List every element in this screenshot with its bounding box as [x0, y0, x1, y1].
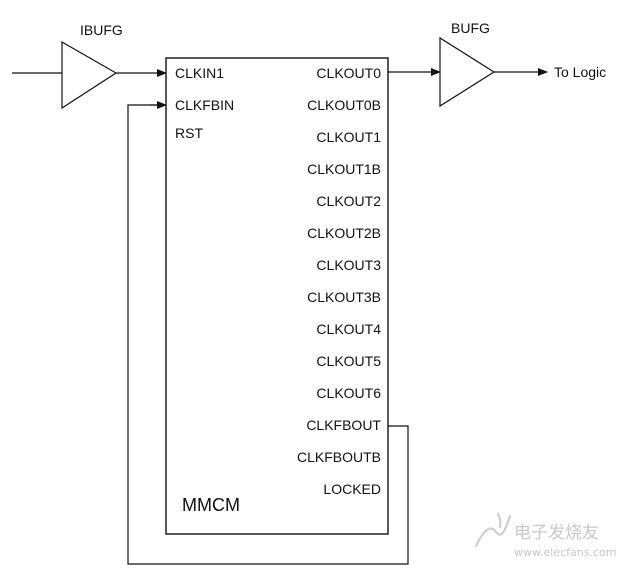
output-pin-label: CLKOUT4	[316, 321, 381, 337]
bufg-buffer	[439, 36, 496, 108]
watermark-text: 电子发烧友	[514, 523, 599, 543]
bufg-label: BUFG	[451, 20, 490, 36]
output-pin-label: CLKOUT0	[316, 65, 381, 81]
mmcm-block-label: MMCM	[182, 495, 240, 515]
input-pin-label: CLKIN1	[175, 65, 224, 81]
output-pin-label: CLKFBOUTB	[297, 449, 381, 465]
to-logic-label: To Logic	[554, 64, 606, 80]
output-pin-label: CLKOUT2B	[307, 225, 381, 241]
feedback-loop-wire	[127, 104, 409, 565]
input-pin-label: CLKFBIN	[175, 97, 234, 113]
mmcm-block	[165, 57, 389, 535]
watermark-url: www.elecfans.com	[514, 546, 616, 559]
watermark-wave-icon	[474, 512, 512, 548]
ibufg-buffer	[61, 40, 118, 110]
output-pin-label: LOCKED	[323, 481, 381, 497]
output-pin-label: CLKOUT6	[316, 385, 381, 401]
output-pin-label: CLKOUT3B	[307, 289, 381, 305]
output-pin-label: CLKFBOUT	[306, 417, 381, 433]
output-pin-label: CLKOUT0B	[307, 97, 381, 113]
output-pin-label: CLKOUT2	[316, 193, 381, 209]
output-pin-label: CLKOUT3	[316, 257, 381, 273]
output-pin-label: CLKOUT1B	[307, 161, 381, 177]
ibufg-label: IBUFG	[80, 22, 123, 38]
input-pin-label: RST	[175, 125, 203, 141]
watermark-logo: 电子发烧友 www.elecfans.com	[474, 512, 616, 559]
output-pin-label: CLKOUT1	[316, 129, 381, 145]
output-pin-label: CLKOUT5	[316, 353, 381, 369]
